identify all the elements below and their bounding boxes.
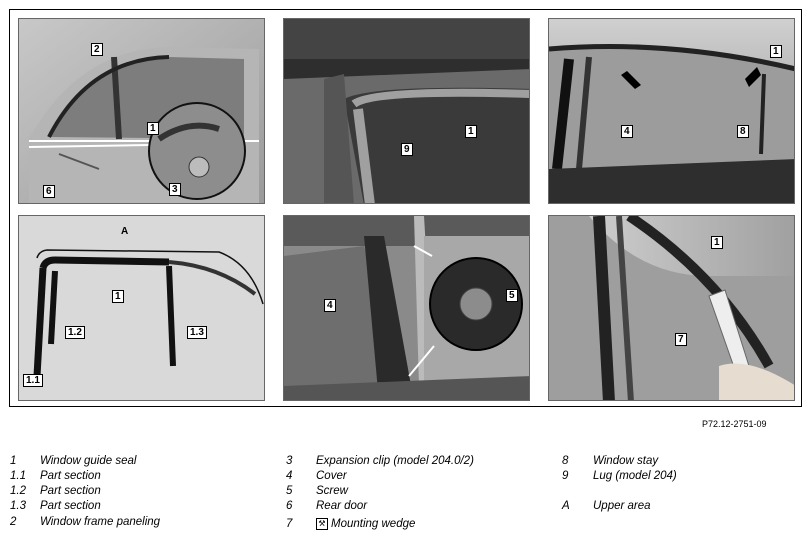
callout-1: 1 [112,290,124,303]
callout-1-1: 1.1 [23,374,43,387]
callout-5: 5 [506,289,518,302]
callout-1-2: 1.2 [65,326,85,339]
callout-A: A [121,226,129,237]
callout-2: 2 [91,43,103,56]
callout-7: 7 [675,333,687,346]
callout-4: 4 [621,125,633,138]
callout-1: 1 [147,122,159,135]
panel-bottom-left: A 1 1.2 1.3 1.1 [18,215,265,401]
panel-top-middle: 1 9 [283,18,530,204]
panel-bottom-middle: 4 5 [283,215,530,401]
callout-9: 9 [401,143,413,156]
panel-bottom-right: 1 7 [548,215,795,401]
callout-8: 8 [737,125,749,138]
photo-door-frame [19,19,264,203]
callout-1: 1 [770,45,782,58]
photo-cover-screw [284,216,529,400]
photo-window-stay [549,19,794,203]
panel-top-right: 1 4 8 [548,18,795,204]
tool-icon: ⚒ [316,518,328,530]
callout-1: 1 [711,236,723,249]
diagram-guide-seal [19,216,264,400]
panel-top-left: 2 1 3 6 [18,18,265,204]
callout-1-3: 1.3 [187,326,207,339]
callout-1: 1 [465,125,477,138]
figure-reference: P72.12-2751-09 [702,419,767,429]
figure-frame: 2 1 3 6 1 9 [9,9,802,407]
callout-3: 3 [169,183,181,196]
photo-lug-closeup [284,19,529,203]
photo-mounting-wedge [549,216,794,400]
callout-6: 6 [43,185,55,198]
callout-4: 4 [324,299,336,312]
